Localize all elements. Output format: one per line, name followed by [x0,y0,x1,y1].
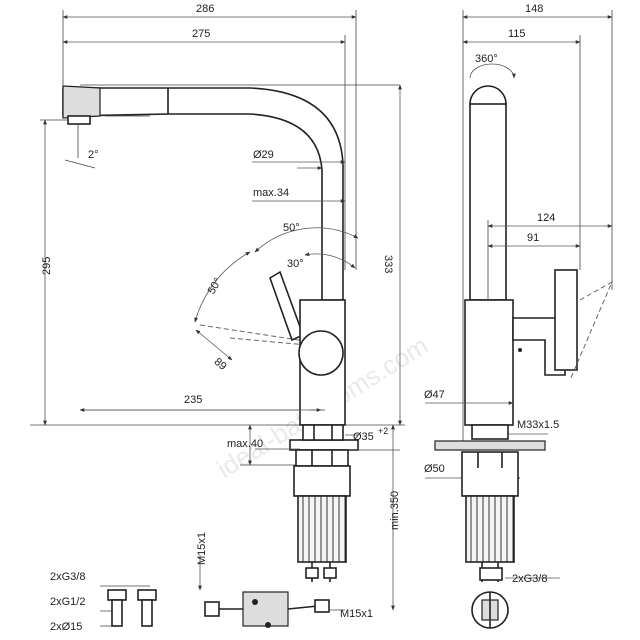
dim-295: 295 [41,257,53,275]
dim-235: 235 [184,394,202,406]
dim-333: 333 [382,255,394,273]
connector-block [242,591,289,627]
angle-30: 30° [287,258,304,270]
dim-d50: Ø50 [424,463,445,475]
dim-d35: Ø35 [353,431,374,443]
dim-91: 91 [527,232,539,244]
dim-d29: Ø29 [253,149,274,161]
spray-head [62,85,101,119]
dim-max40: max.40 [227,438,263,450]
threaded-shank [297,495,347,563]
angle-2: 2° [88,149,99,161]
dim-max34: max.34 [253,187,289,199]
label-d15: 2xØ15 [50,621,82,633]
dim-d35-tol: +2 [378,426,388,436]
dim-m15-horizontal: M15x1 [340,608,373,620]
dim-m15-vertical: M15x1 [196,532,208,565]
front-view: 286 275 2° Ø29 max.34 50° 30° 50° 89 [30,3,405,633]
dim-min350: min.350 [389,491,401,530]
dim-275: 275 [192,28,210,40]
lever-hub [298,330,344,376]
side-mounting-nut [461,451,519,497]
side-deck-plate [434,440,546,451]
deck-plate [289,439,359,451]
dim-124: 124 [537,212,555,224]
dim-m33: M33x1.5 [517,419,559,431]
dim-89: 89 [212,356,229,373]
dim-d47: Ø47 [424,389,445,401]
label-g38: 2xG3/8 [50,571,85,583]
angle-50-left: 50° [206,276,225,296]
accessory-fittings: 2xG3/8 2xG1/2 2xØ15 [50,571,157,633]
side-view: 148 115 360° 124 91 Ø47 M33x1.5 Ø50 [424,3,614,629]
dim-115: 115 [508,28,526,40]
side-threaded-shank [465,495,515,563]
side-tap-body [464,299,514,426]
label-g12: 2xG1/2 [50,596,85,608]
angle-360: 360° [475,53,498,65]
lever-handle [269,270,305,342]
dim-286: 286 [196,3,214,15]
dim-148: 148 [525,3,543,15]
angle-50-top: 50° [283,222,300,234]
mounting-nut [293,465,351,497]
side-label-g38: 2xG3/8 [512,573,547,585]
outlet [67,115,91,125]
